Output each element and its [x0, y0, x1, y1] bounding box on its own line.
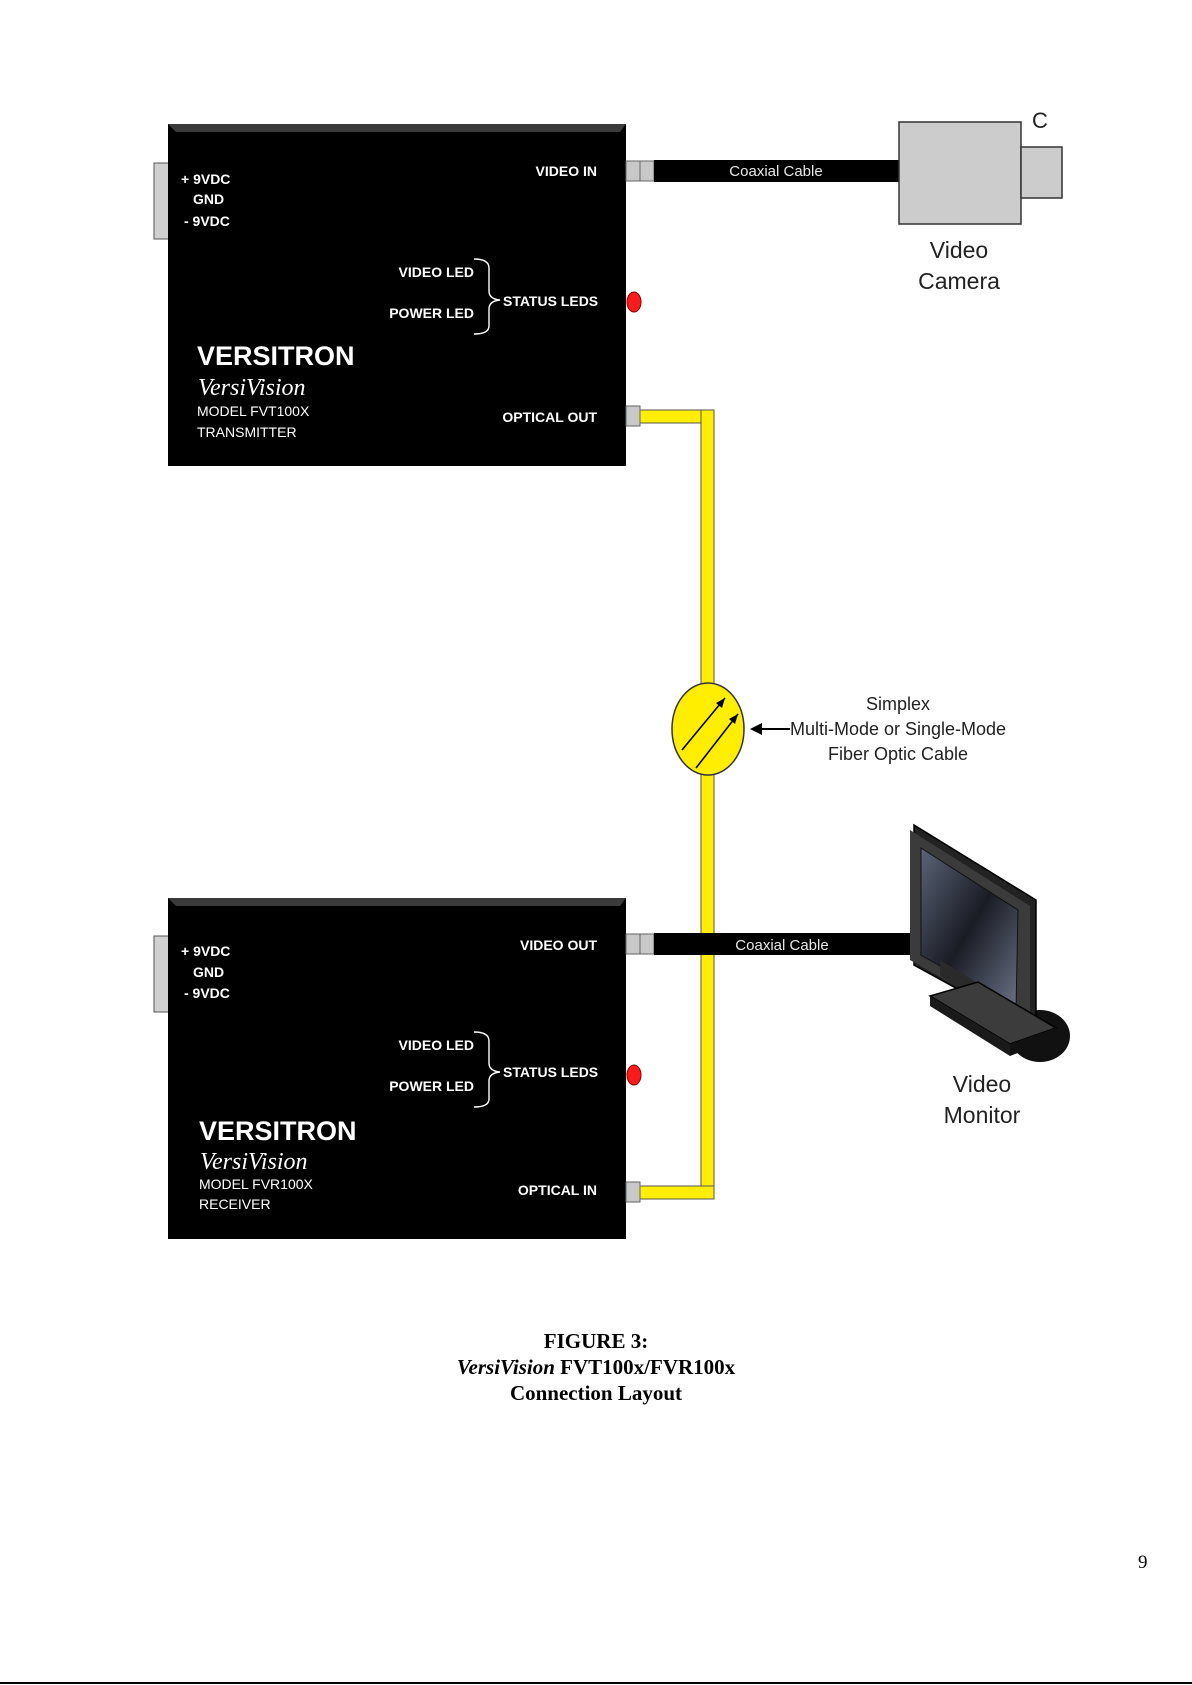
coax-bottom-label: Coaxial Cable	[735, 937, 828, 954]
receiver-port-video-out: VIDEO OUT	[520, 937, 597, 953]
receiver-power-minus: - 9VDC	[184, 985, 230, 1001]
camera-letter: C	[1032, 108, 1048, 133]
transmitter-optical-out-connector	[625, 405, 641, 427]
caption-line3: Connection Layout	[509, 1381, 683, 1405]
video-monitor-icon	[910, 823, 1070, 1062]
fiber-bottom-horizontal	[637, 1185, 715, 1200]
receiver-status-leds-label: STATUS LEDS	[503, 1064, 598, 1080]
camera-label-line1: Video	[930, 237, 988, 263]
fiber-vertical	[700, 409, 715, 1200]
receiver-brand: VERSITRON	[199, 1116, 357, 1146]
fiber-pointer-arrow	[750, 723, 790, 735]
caption-line2: VersiVision FVT100x/FVR100x	[0, 1354, 1192, 1380]
transmitter-product: VersiVision	[198, 375, 306, 401]
transmitter-power-minus: - 9VDC	[184, 213, 230, 229]
transmitter-brand: VERSITRON	[197, 341, 355, 371]
transmitter-device: + 9VDC GND - 9VDC VIDEO IN VIDEO LED POW…	[153, 124, 642, 466]
transmitter-video-led-label: VIDEO LED	[399, 264, 474, 280]
receiver-role: RECEIVER	[199, 1196, 271, 1212]
camera-label-line2: Camera	[918, 268, 1000, 294]
coax-cable-bottom: Coaxial Cable	[625, 933, 914, 955]
transmitter-power-led-label: POWER LED	[389, 305, 474, 321]
page-number: 9	[1138, 1552, 1148, 1573]
receiver-status-led	[626, 1064, 642, 1086]
coax-top-label: Coaxial Cable	[729, 163, 822, 180]
transmitter-status-led	[626, 291, 642, 313]
receiver-port-optical-in: OPTICAL IN	[518, 1182, 597, 1198]
monitor-label-line2: Monitor	[944, 1102, 1021, 1128]
fiber-cross-section-icon	[671, 682, 745, 776]
transmitter-video-in-connector	[625, 160, 641, 182]
transmitter-port-optical-out: OPTICAL OUT	[502, 409, 597, 425]
coax-cable-top: Coaxial Cable	[625, 160, 900, 182]
monitor-label-line1: Video	[953, 1071, 1011, 1097]
transmitter-model: MODEL FVT100X	[197, 403, 310, 419]
caption-product-name: VersiVision	[456, 1355, 555, 1379]
transmitter-power-plus: + 9VDC	[181, 171, 230, 187]
receiver-power-led-label: POWER LED	[389, 1078, 474, 1094]
fiber-label-line3: Fiber Optic Cable	[828, 744, 968, 764]
receiver-power-connector	[153, 935, 171, 1013]
receiver-model: MODEL FVR100X	[199, 1176, 314, 1192]
fiber-optic-cable	[637, 409, 745, 1200]
bottom-rule	[0, 1682, 1192, 1684]
caption-line1: FIGURE 3:	[543, 1329, 649, 1353]
receiver-optical-in-connector	[625, 1181, 641, 1203]
transmitter-power-gnd: GND	[193, 191, 224, 207]
transmitter-power-connector	[153, 162, 171, 240]
video-camera-icon	[898, 121, 1063, 225]
transmitter-led-brace	[473, 258, 501, 335]
transmitter-role: TRANSMITTER	[197, 424, 297, 440]
caption-models: FVT100x/FVR100x	[554, 1355, 736, 1379]
transmitter-port-video-in: VIDEO IN	[536, 163, 597, 179]
transmitter-status-leds-label: STATUS LEDS	[503, 293, 598, 309]
receiver-led-brace	[473, 1031, 501, 1108]
fiber-label-line1: Simplex	[866, 694, 930, 714]
receiver-power-plus: + 9VDC	[181, 943, 230, 959]
figure-caption: FIGURE 3: VersiVision FVT100x/FVR100x Co…	[0, 1328, 1192, 1406]
receiver-device: + 9VDC GND - 9VDC VIDEO OUT VIDEO LED PO…	[153, 898, 642, 1239]
fiber-label-line2: Multi-Mode or Single-Mode	[790, 719, 1006, 739]
receiver-video-led-label: VIDEO LED	[399, 1037, 474, 1053]
receiver-video-out-connector	[625, 933, 641, 955]
receiver-product: VersiVision	[200, 1149, 308, 1175]
receiver-power-gnd: GND	[193, 964, 224, 980]
